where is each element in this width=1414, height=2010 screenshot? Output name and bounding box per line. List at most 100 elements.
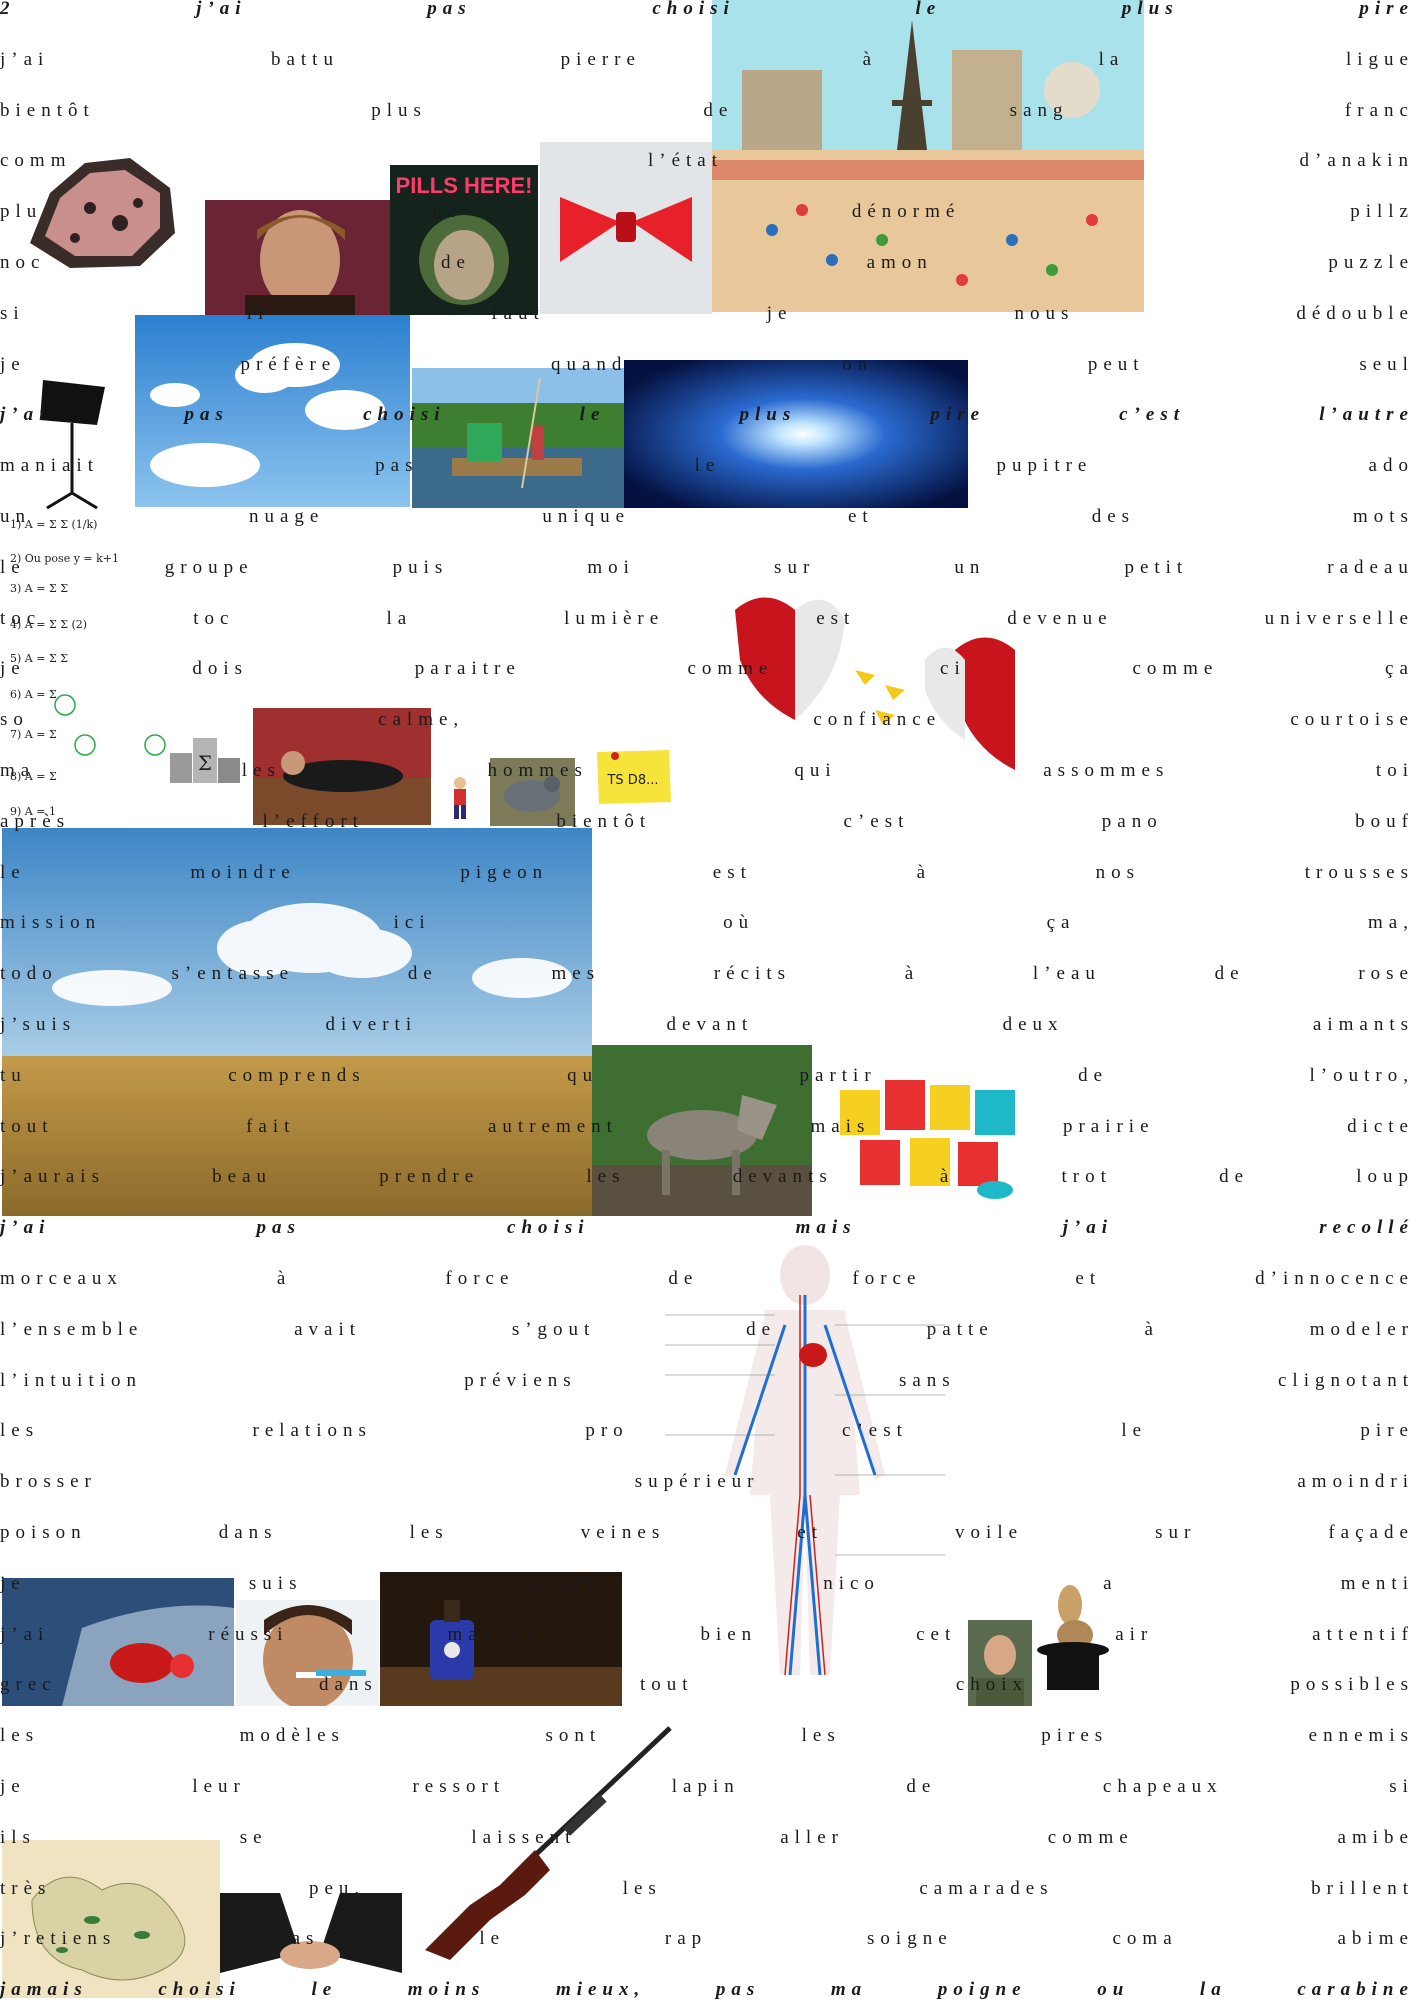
poem-word: pire — [1360, 1420, 1414, 1442]
poem-word: pierre — [560, 48, 641, 70]
poem-word: est — [712, 861, 752, 883]
svg-text:Σ: Σ — [198, 751, 212, 775]
poem-word: c’est — [1119, 404, 1186, 426]
poem-word: j’ai — [1062, 1217, 1114, 1239]
poem-word: nos — [1095, 861, 1141, 883]
poem-word: puzzle — [1328, 252, 1414, 273]
poem-word: pano — [1101, 810, 1163, 832]
poem-word: dédouble — [1296, 302, 1414, 324]
poem-word: lapin — [671, 1776, 740, 1797]
poem-word: clignotant — [1278, 1369, 1414, 1391]
poem-word: j’ai — [0, 1217, 51, 1239]
poem-word: prairie — [1062, 1115, 1155, 1137]
pills-here-image: PILLS HERE! — [390, 165, 538, 315]
poem-word: l’autre — [1319, 404, 1414, 426]
circulatory-system-image — [635, 1235, 975, 1685]
bow-tie-image — [540, 142, 712, 314]
poem-word: amoindri — [1297, 1471, 1414, 1493]
poem-word: suis — [248, 1572, 303, 1594]
poem-word: menti — [1340, 1572, 1414, 1594]
poem-word: sur — [1155, 1522, 1197, 1543]
poem-word: toi — [1375, 760, 1414, 781]
svg-text:8) A = Σ: 8) A = Σ — [10, 770, 57, 783]
poem-word: je — [0, 353, 26, 375]
sticky-note-text: TS D8... — [606, 773, 658, 788]
poem-word: et — [1075, 1268, 1102, 1289]
poem-word: la — [1199, 1979, 1227, 2001]
anakin-portrait-image — [205, 200, 390, 315]
poem-word: de — [1219, 1166, 1250, 1188]
cloud-sky-image — [135, 315, 410, 507]
poem-word: l’eau — [1032, 963, 1101, 985]
poem-word: abime — [1337, 1928, 1414, 1950]
poem-word: aller — [780, 1826, 844, 1848]
poem-word: ça — [1385, 658, 1414, 680]
poem-word: leur — [192, 1776, 246, 1797]
poem-word: battu — [270, 48, 339, 70]
poem-word: deux — [1002, 1014, 1064, 1035]
poem-word: mots — [1352, 506, 1414, 527]
poem-word: possibles — [1290, 1674, 1414, 1696]
poem-word: façade — [1328, 1522, 1414, 1543]
pink-stone-image — [20, 148, 180, 273]
poem-word: choisi — [507, 1217, 590, 1239]
poem-word: ma, — [1368, 912, 1414, 934]
poem-word: et — [848, 506, 874, 527]
poem-word: un — [954, 556, 986, 578]
poem-word: soigne — [867, 1928, 953, 1950]
poem-word: de — [906, 1776, 937, 1797]
sigma-blocks-image: Σ — [165, 728, 250, 788]
svg-text:5) A = Σ Σ: 5) A = Σ Σ — [10, 652, 68, 665]
poem-word: pas — [256, 1217, 301, 1239]
boy-toothbrush-image — [236, 1600, 379, 1706]
poem-word: moins — [407, 1979, 486, 2001]
poem-word: j’ai — [196, 0, 247, 19]
poem-word: j’ai — [0, 48, 50, 70]
poem-word: récits — [713, 963, 792, 985]
poem-word: avait — [294, 1318, 362, 1340]
handshake-image — [220, 1893, 402, 1998]
poem-word: rose — [1358, 963, 1414, 985]
poem-word: puis — [392, 556, 449, 578]
poem-word: ça — [1046, 912, 1076, 934]
poem-word: je — [0, 1776, 26, 1797]
poem-word: air — [1115, 1623, 1154, 1645]
poem-word: les — [0, 1420, 40, 1442]
rifle-image — [410, 1720, 680, 1965]
poem-word: universelle — [1264, 607, 1414, 629]
poem-word: coma — [1112, 1928, 1178, 1950]
poem-word: morceaux — [0, 1268, 123, 1289]
poem-word: les — [0, 1725, 40, 1747]
poem-word: ma — [830, 1979, 868, 2001]
svg-text:3) A = Σ Σ: 3) A = Σ Σ — [10, 582, 68, 595]
poem-word: à — [1144, 1318, 1159, 1340]
svg-text:2) Ou pose y = k+1: 2) Ou pose y = k+1 — [10, 552, 119, 565]
toy-figure-image — [450, 775, 470, 820]
man-portrait-image — [968, 1620, 1032, 1706]
wheat-field-image — [2, 828, 592, 1216]
poem-word: poigne — [937, 1979, 1027, 2001]
amoeba-image — [2, 1840, 220, 1998]
poem-word: ennemis — [1308, 1725, 1414, 1747]
poem-word: d’anakin — [1299, 150, 1414, 172]
poem-word: poison — [0, 1522, 87, 1543]
poem-word: chapeaux — [1102, 1776, 1223, 1797]
paris-illustration-image — [712, 0, 1144, 312]
poem-word: pupitre — [996, 455, 1093, 477]
poem-word: les — [801, 1725, 841, 1747]
svg-text:4) A = Σ Σ (2): 4) A = Σ Σ (2) — [10, 618, 87, 631]
poem-word: ado — [1368, 455, 1414, 477]
poem-word: trot — [1061, 1166, 1112, 1188]
poem-word: de — [1078, 1064, 1109, 1086]
raft-image — [412, 368, 624, 508]
poem-word: brillent — [1311, 1877, 1414, 1899]
poem-word: assommes — [1043, 760, 1170, 781]
poem-word: à — [904, 963, 920, 985]
poem-word: dicte — [1347, 1115, 1414, 1137]
car-taillight-image — [2, 1578, 234, 1706]
